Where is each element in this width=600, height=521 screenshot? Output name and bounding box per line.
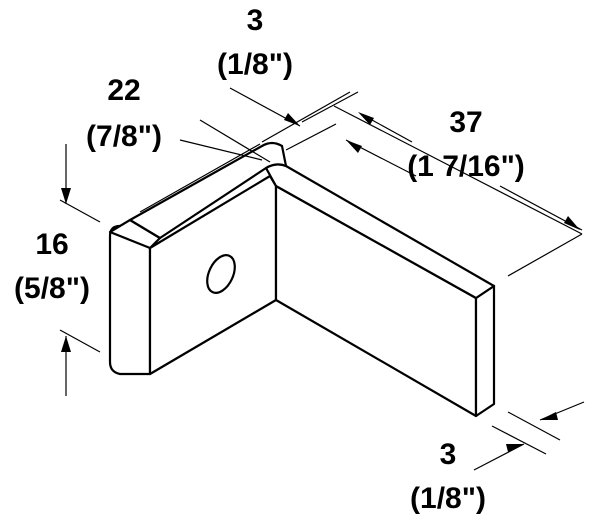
dim-width-value: 22 [107, 74, 140, 107]
dim-length-value: 37 [449, 106, 482, 139]
long-flange-end [474, 284, 496, 418]
angle-bracket [108, 141, 496, 418]
dim-width-imperial: (7/8") [86, 120, 162, 153]
dim-thickness-bottom-value: 3 [440, 438, 457, 471]
dim-thickness-bottom-imperial: (1/8") [410, 482, 486, 515]
dim-height-value: 16 [35, 228, 68, 261]
dim-width: 22 (7/8") [86, 74, 351, 213]
dim-thickness-top-value: 3 [247, 4, 264, 37]
dim-thickness-bottom: 3 (1/8") [410, 401, 585, 515]
dim-length-imperial: (1 7/16") [407, 150, 525, 183]
short-flange-back-top [128, 141, 288, 240]
dim-height: 16 (5/8") [14, 144, 101, 396]
dim-thickness-top-imperial: (1/8") [217, 48, 293, 81]
short-flange-face [108, 224, 152, 376]
dim-length: 37 (1 7/16") [333, 105, 583, 277]
mounting-hole [206, 254, 236, 294]
dim-height-imperial: (5/8") [14, 272, 90, 305]
dim-thickness-top: 3 (1/8") [217, 4, 417, 177]
